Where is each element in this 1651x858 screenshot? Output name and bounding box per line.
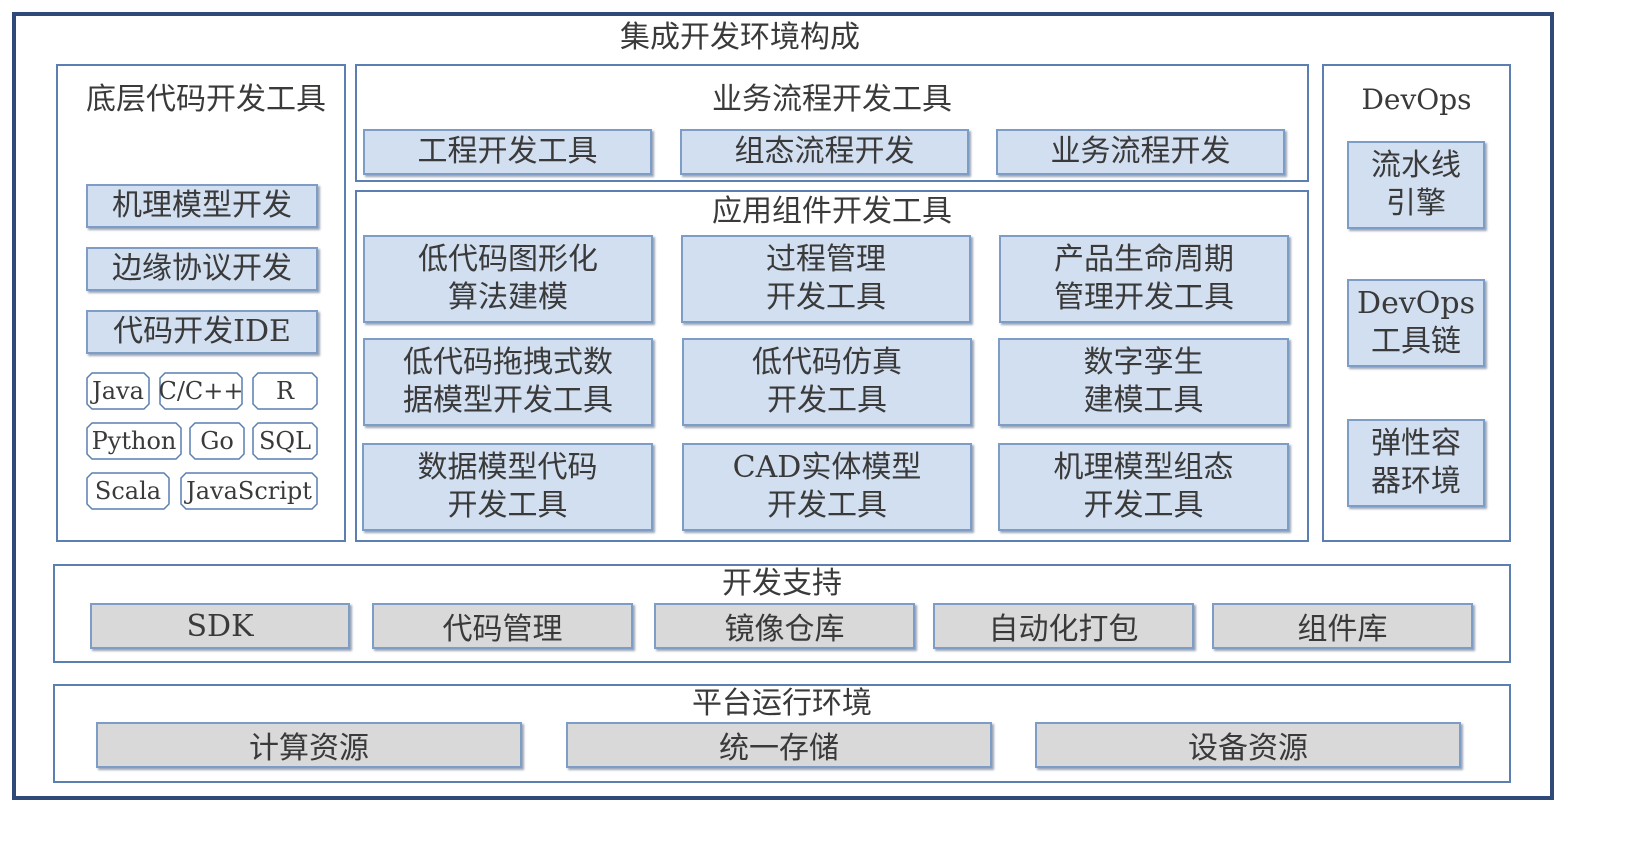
item-code-ide: 代码开发IDE — [86, 310, 318, 354]
tag-outline-icon — [86, 472, 170, 510]
panel-dev-support-title: 开发支持 — [722, 566, 842, 601]
item-lowcode-dragdrop-data: 低代码拖拽式数据模型开发工具 — [363, 338, 653, 426]
item-unified-storage: 统一存储 — [566, 722, 992, 768]
item-engineering-dev-tool: 工程开发工具 — [363, 129, 652, 175]
tag-outline-icon — [252, 372, 318, 410]
item-config-flow-dev: 组态流程开发 — [680, 129, 969, 175]
item-pipeline-engine: 流水线引擎 — [1347, 141, 1485, 229]
item-process-mgmt-tool: 过程管理开发工具 — [681, 235, 971, 323]
item-compute-resources: 计算资源 — [96, 722, 522, 768]
item-mechanism-model-dev: 机理模型开发 — [86, 184, 318, 228]
outer-frame — [12, 12, 1554, 800]
item-elastic-container: 弹性容器环境 — [1347, 419, 1485, 507]
item-auto-packaging: 自动化打包 — [933, 603, 1194, 649]
panel-bottom-code-title: 底层代码开发工具 — [86, 82, 326, 117]
item-plm-dev-tool: 产品生命周期管理开发工具 — [999, 235, 1289, 323]
tag-outline-icon — [189, 422, 245, 460]
diagram-title: 集成开发环境构成 — [620, 20, 860, 55]
item-data-model-code: 数据模型代码开发工具 — [362, 443, 653, 531]
lang-tag-java: Java — [86, 372, 150, 410]
tag-outline-icon — [252, 422, 318, 460]
item-edge-protocol-dev: 边缘协议开发 — [86, 247, 318, 291]
item-lowcode-simulation: 低代码仿真开发工具 — [682, 338, 972, 426]
item-code-management: 代码管理 — [372, 603, 633, 649]
item-digital-twin: 数字孪生建模工具 — [998, 338, 1289, 426]
tag-outline-icon — [159, 372, 243, 410]
panel-business-title: 业务流程开发工具 — [712, 82, 952, 117]
item-image-repository: 镜像仓库 — [654, 603, 915, 649]
lang-tag-cpp: C/C++ — [158, 372, 244, 410]
panel-platform-title: 平台运行环境 — [692, 686, 872, 721]
lang-tag-sql: SQL — [252, 422, 318, 460]
item-sdk: SDK — [90, 603, 350, 649]
lang-tag-go: Go — [189, 422, 245, 460]
lang-tag-python: Python — [86, 422, 182, 460]
item-cad-solid-model: CAD实体模型开发工具 — [682, 443, 972, 531]
tag-outline-icon — [86, 372, 150, 410]
item-mechanism-config: 机理模型组态开发工具 — [998, 443, 1289, 531]
lang-tag-r: R — [252, 372, 318, 410]
item-lowcode-graphic-algo: 低代码图形化算法建模 — [363, 235, 653, 323]
item-business-flow-dev: 业务流程开发 — [996, 129, 1285, 175]
lang-tag-scala: Scala — [86, 472, 170, 510]
item-component-library: 组件库 — [1212, 603, 1473, 649]
item-device-resources: 设备资源 — [1035, 722, 1461, 768]
panel-app-component-title: 应用组件开发工具 — [712, 194, 952, 229]
tag-outline-icon — [180, 472, 318, 510]
panel-devops-title: DevOps — [1361, 83, 1472, 116]
tag-outline-icon — [86, 422, 182, 460]
lang-tag-javascript: JavaScript — [180, 472, 318, 510]
panel-bottom-code — [56, 64, 346, 542]
